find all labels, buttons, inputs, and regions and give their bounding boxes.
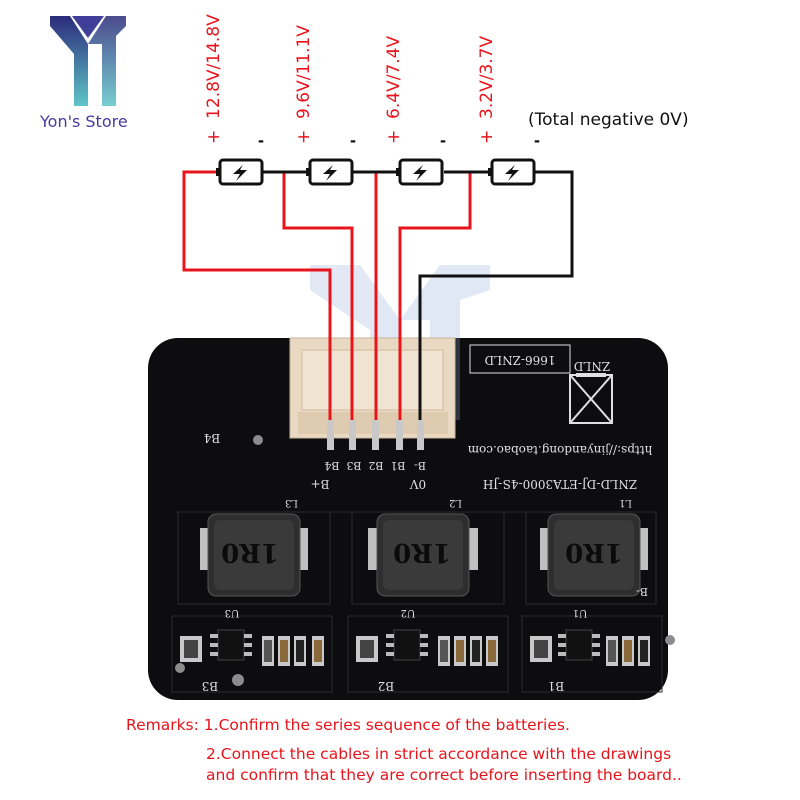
battery-icon [488,158,536,186]
svg-text:B-: B- [636,585,648,598]
remark-line-2: 2.Connect the cables in strict accordanc… [206,745,672,763]
driver-block-1: U1 B1 [521,607,663,693]
board-url: https://jinyandong.taobao.com [467,443,652,457]
remarks-prefix: Remarks: [126,716,199,734]
svg-text:L2: L2 [449,497,462,508]
board-part-number: 1666-ZNLD [484,353,555,367]
ic-chip [393,629,421,661]
inductor-marking: 1R0 [393,537,451,567]
inductor-marking: 1R0 [565,537,623,567]
store-logo [48,14,128,109]
total-negative-note: (Total negative 0V) [528,110,689,130]
ic-chip [217,629,245,661]
remark-line-1: Remarks: 1.Confirm the series sequence o… [126,716,570,734]
battery-icon [306,158,354,186]
connector-inner [301,349,444,411]
pin-label: B1 [390,459,405,472]
wire-b4 [182,170,332,445]
inductor-marking: 1R0 [221,537,279,567]
minus-sign: - [350,130,356,150]
board-b4-label: B4 [203,431,220,445]
pin-label: B- [414,459,426,472]
inductor-section-2: 1R0 L2 [351,497,505,605]
pin-label: B3 [346,459,361,472]
battery-icon [396,158,444,186]
inductor-section-1: 1R0 L1 B- [525,497,657,605]
board-0v-label: 0V [410,477,427,491]
y-letter-logo-icon [50,16,126,106]
store-name: Yon's Store [40,112,128,131]
remark-text-1: 1.Confirm the series sequence of the bat… [203,716,570,734]
connector-pins [327,420,424,450]
ic-chip [565,629,593,661]
minus-sign: - [440,130,446,150]
minus-sign: - [534,130,540,150]
pin-label: B2 [368,459,383,472]
svg-text:U2: U2 [401,607,416,618]
wire-b1 [398,172,472,445]
remark-line-3: and confirm that they are correct before… [206,766,682,784]
svg-text:B1: B1 [548,679,564,693]
wire-bminus [418,170,574,445]
svg-text:B3: B3 [202,679,218,693]
svg-text:U3: U3 [225,607,240,618]
wires [182,170,574,445]
inductor-section-3: 1R0 L3 [177,497,331,605]
svg-text:U1: U1 [573,607,588,618]
battery-icon [216,158,264,186]
pin-label: B4 [324,459,339,472]
board-bplus-label: B+ [311,477,330,491]
svg-text:L3: L3 [285,497,298,508]
svg-text:L1: L1 [619,497,632,508]
minus-sign: - [258,130,264,150]
svg-text:B2: B2 [378,679,394,693]
board-brand: ZNLD [574,359,610,373]
driver-block-3: U3 B3 [171,607,333,693]
board-model: ZNLD-DJ-ETA3000-4S-JH [483,477,637,491]
driver-block-2: U2 B2 [347,607,509,693]
